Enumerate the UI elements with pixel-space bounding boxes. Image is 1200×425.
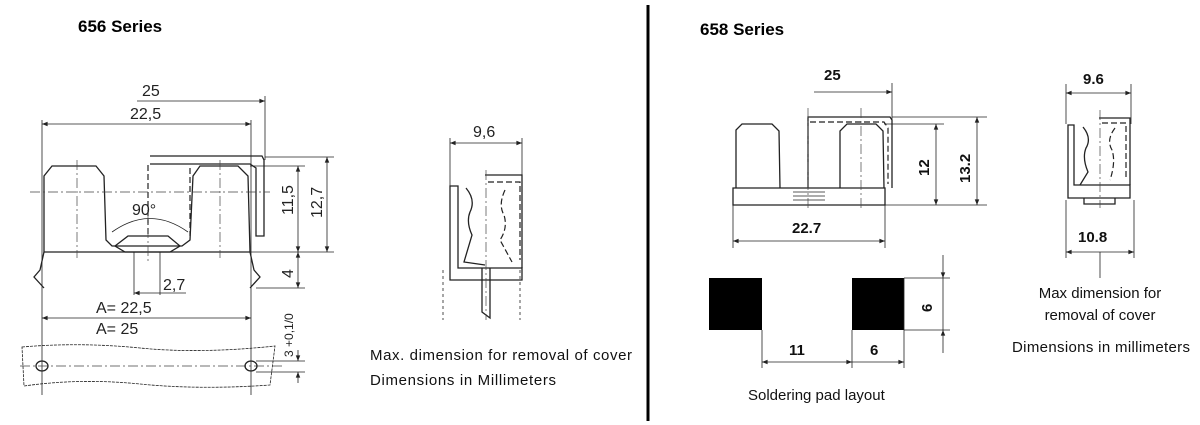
- 658-caption-units: Dimensions in millimeters: [1012, 339, 1190, 356]
- series-658-side-view: 9.6 10.8 Max dimension for removal of co…: [1012, 71, 1190, 356]
- pitch-25-label: A= 25: [96, 321, 138, 338]
- solder-pad-left: [709, 278, 762, 330]
- dim-22-5-label: 22,5: [130, 106, 161, 123]
- height-13-2-label: 13.2: [957, 154, 974, 183]
- height-12-7-label: 12,7: [309, 187, 326, 218]
- hole-diameter-label: 2,7: [163, 277, 185, 294]
- dim-22-7-label: 22.7: [792, 220, 821, 237]
- series-656-front-view: 25 22,5 90° 2,7 11,5 12,7 4 A= 22,5: [20, 83, 334, 395]
- series-656-title: 656 Series: [78, 17, 162, 36]
- dim-25-label: 25: [142, 83, 160, 100]
- pad-height-label: 6: [919, 304, 936, 312]
- series-658-front-view: 25 12 13.2 22.7: [732, 67, 987, 248]
- angle-label: 90°: [132, 202, 156, 219]
- side-width-label: 9,6: [473, 124, 495, 141]
- pad-width-label: 6: [870, 342, 878, 359]
- series-656-side-view: 9,6: [442, 124, 523, 320]
- hole-tolerance-label: 3 +0,1/0: [282, 313, 296, 357]
- 658-caption-removal-1: Max dimension for: [1039, 285, 1162, 302]
- soldering-pad-layout: 6 11 6 Soldering pad layout: [709, 255, 950, 404]
- 656-caption-units: Dimensions in Millimeters: [370, 372, 556, 389]
- pad-layout-caption: Soldering pad layout: [748, 387, 886, 404]
- pad-spacing-label: 11: [789, 342, 805, 359]
- pitch-22-5-label: A= 22,5: [96, 300, 152, 317]
- 656-caption-removal: Max. dimension for removal of cover: [370, 347, 632, 364]
- pin-length-label: 4: [280, 269, 297, 278]
- holder-body: [43, 165, 251, 253]
- height-12-label: 12: [916, 159, 933, 176]
- dim-25-label: 25: [824, 67, 841, 84]
- solder-pad-right: [852, 278, 904, 330]
- side-width-top-label: 9.6: [1083, 71, 1104, 88]
- 658-caption-removal-2: removal of cover: [1045, 307, 1156, 324]
- side-width-bottom-label: 10.8: [1078, 229, 1107, 246]
- height-11-5-label: 11,5: [280, 185, 297, 215]
- series-658-title: 658 Series: [700, 20, 784, 39]
